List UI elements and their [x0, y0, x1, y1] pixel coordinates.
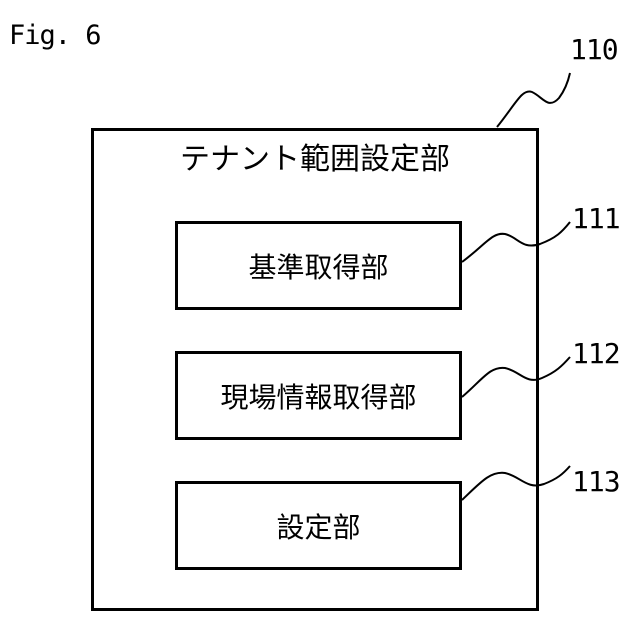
reference-acquisition-unit-label: 基準取得部 [248, 246, 388, 286]
setting-unit-block: 設定部 [175, 481, 462, 570]
leader-line-110 [497, 73, 570, 127]
ref-number-111: 111 [572, 205, 620, 233]
ref-number-110: 110 [570, 36, 618, 64]
setting-unit-label: 設定部 [276, 506, 360, 546]
site-information-acquisition-unit-label: 現場情報取得部 [220, 376, 416, 416]
ref-number-112: 112 [572, 340, 620, 368]
reference-acquisition-unit-block: 基準取得部 [175, 221, 462, 310]
tenant-range-setting-unit-title: テナント範囲設定部 [91, 145, 539, 175]
site-information-acquisition-unit-block: 現場情報取得部 [175, 351, 462, 440]
ref-number-113: 113 [572, 468, 620, 496]
